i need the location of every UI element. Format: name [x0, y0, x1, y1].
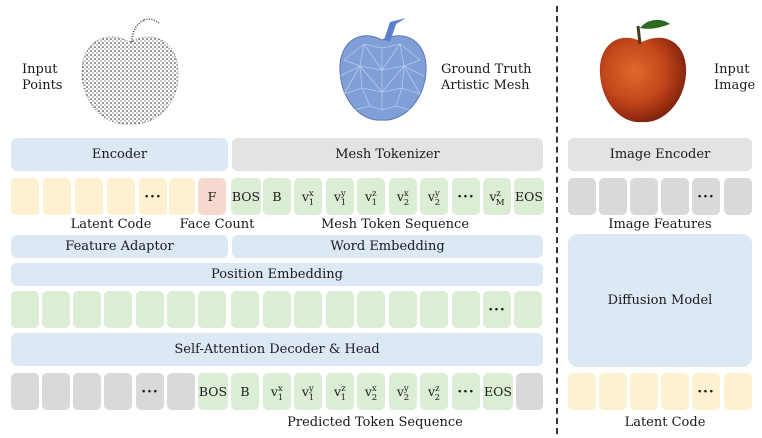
embedding-cell — [452, 291, 480, 328]
latent-output-cell — [630, 373, 658, 410]
diffusion-model-label: Diffusion Model — [607, 293, 713, 308]
vertex-token: vz1 — [357, 178, 385, 215]
input-points-label: Input Points — [22, 62, 63, 93]
decoder-block: Self-Attention Decoder & Head — [11, 333, 543, 366]
image-encoder-block: Image Encoder — [568, 138, 752, 171]
latent-cell — [107, 178, 135, 215]
pred-vertex-token: vz2 — [420, 373, 448, 410]
mesh-tokenizer-label: Mesh Tokenizer — [335, 147, 440, 162]
predicted-token-sequence-label: Predicted Token Sequence — [287, 415, 463, 430]
prefix-cell — [167, 373, 195, 410]
image-features-label: Image Features — [608, 217, 712, 232]
embedding-cell — [420, 291, 448, 328]
prefix-cell — [73, 373, 101, 410]
encoder-label: Encoder — [91, 147, 148, 162]
face-count-label: Face Count — [179, 217, 255, 232]
pred-ellipsis: ··· — [452, 373, 480, 410]
embedding-ellipsis: ··· — [483, 291, 511, 328]
face-count-token: F — [198, 178, 226, 215]
pred-b-token: B — [231, 373, 259, 410]
word-embedding-label: Word Embedding — [330, 239, 445, 254]
bos-token: BOS — [231, 178, 261, 215]
pred-vertex-token: vx2 — [357, 373, 385, 410]
feature-cell — [568, 178, 596, 215]
decoder-label: Self-Attention Decoder & Head — [174, 342, 380, 357]
embedding-cell — [42, 291, 70, 328]
embedding-cell — [73, 291, 101, 328]
embedding-cell — [231, 291, 259, 328]
image-encoder-label: Image Encoder — [609, 147, 711, 162]
feature-cell — [661, 178, 689, 215]
pred-vertex-token: vx1 — [263, 373, 291, 410]
eos-token: EOS — [514, 178, 544, 215]
vertex-token: vy1 — [326, 178, 354, 215]
vertex-token: vzM — [483, 178, 511, 215]
feature-adaptor-label: Feature Adaptor — [65, 239, 174, 254]
latent-cell — [11, 178, 39, 215]
embedding-cell — [326, 291, 354, 328]
feature-ellipsis: ··· — [692, 178, 720, 215]
latent-output-cell — [599, 373, 627, 410]
pred-vertex-token: vy2 — [389, 373, 417, 410]
encoder-block: Encoder — [11, 138, 228, 171]
latent-cell — [43, 178, 71, 215]
prefix-cell — [42, 373, 70, 410]
prefix-cell — [104, 373, 132, 410]
ground-truth-label: Ground Truth Artistic Mesh — [441, 62, 532, 93]
embedding-cell — [167, 291, 195, 328]
embedding-cell — [294, 291, 322, 328]
feature-cell — [630, 178, 658, 215]
prefix-cell — [11, 373, 39, 410]
latent-output-ellipsis: ··· — [692, 373, 720, 410]
pred-eos-token: EOS — [483, 373, 513, 410]
pred-vertex-token: vy1 — [294, 373, 322, 410]
latent-output-cell — [724, 373, 752, 410]
b-token: B — [263, 178, 291, 215]
latent-code-label: Latent Code — [70, 217, 152, 232]
vertex-token: vy2 — [420, 178, 448, 215]
latent-cell — [169, 178, 195, 215]
vertex-token: vx2 — [389, 178, 417, 215]
pred-bos-token: BOS — [198, 373, 228, 410]
latent-code-output-label: Latent Code — [624, 415, 706, 430]
latent-ellipsis: ··· — [139, 178, 167, 215]
embedding-cell — [104, 291, 132, 328]
feature-cell — [724, 178, 752, 215]
vertex-token: vx1 — [294, 178, 322, 215]
embedding-cell — [263, 291, 291, 328]
word-embedding-block: Word Embedding — [232, 235, 543, 258]
latent-output-cell — [568, 373, 596, 410]
input-image-apple — [594, 16, 690, 128]
mesh-ellipsis: ··· — [452, 178, 480, 215]
input-image-label: Input Image — [714, 62, 756, 93]
position-embedding-block: Position Embedding — [11, 263, 543, 286]
section-divider — [556, 6, 558, 434]
embedding-cell — [198, 291, 226, 328]
embedding-cell — [357, 291, 385, 328]
artistic-mesh-apple — [334, 14, 430, 126]
feature-cell — [599, 178, 627, 215]
suffix-cell — [516, 373, 543, 410]
mesh-tokenizer-block: Mesh Tokenizer — [232, 138, 543, 171]
feature-adaptor-block: Feature Adaptor — [11, 235, 228, 258]
latent-cell — [75, 178, 103, 215]
embedding-cell — [11, 291, 39, 328]
embedding-cell — [514, 291, 542, 328]
pred-vertex-token: vz1 — [326, 373, 354, 410]
position-embedding-label: Position Embedding — [211, 267, 343, 282]
prefix-ellipsis: ··· — [136, 373, 164, 410]
point-cloud-apple — [74, 14, 186, 130]
embedding-cell — [136, 291, 164, 328]
embedding-cell — [389, 291, 417, 328]
latent-output-cell — [661, 373, 689, 410]
diffusion-model-block: Diffusion Model — [568, 234, 752, 367]
mesh-token-sequence-label: Mesh Token Sequence — [320, 217, 470, 232]
